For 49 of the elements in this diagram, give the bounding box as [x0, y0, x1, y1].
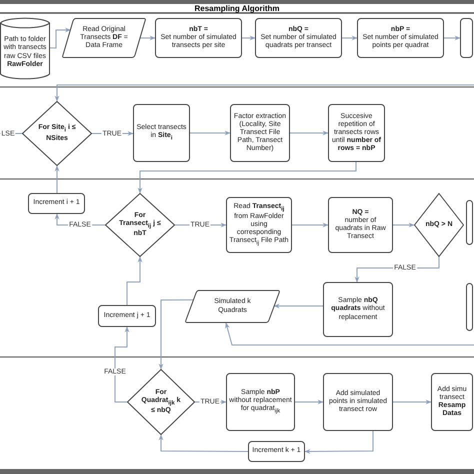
arrow [54, 165, 60, 194]
arrow [54, 84, 474, 102]
arrow [140, 36, 156, 40]
process-box [230, 104, 290, 162]
arrow [126, 256, 142, 306]
arrow [444, 36, 461, 40]
arrow [294, 400, 324, 404]
process-box [460, 18, 473, 58]
arrow [354, 256, 440, 283]
process-box [226, 197, 292, 253]
process-box [323, 373, 393, 431]
process-box [466, 283, 473, 331]
process-box [328, 197, 393, 253]
arrow [158, 434, 248, 452]
process-box [226, 373, 295, 431]
arrow [274, 304, 324, 308]
arrow [342, 36, 358, 40]
arrow [392, 400, 432, 404]
process-box [323, 282, 393, 337]
process-box [431, 373, 473, 431]
arrow [242, 36, 256, 40]
decision-diamond [127, 369, 195, 435]
arrow [292, 222, 329, 228]
process-box [248, 441, 305, 462]
process-box [357, 18, 444, 58]
decision-diamond [22, 101, 92, 166]
arrow [92, 131, 134, 136]
process-box [133, 104, 190, 162]
process-box [328, 104, 385, 162]
process-box [155, 18, 242, 58]
process-box [466, 200, 473, 245]
data-parallelogram [62, 18, 146, 58]
diagram-title: Resampling Algorithm [193, 4, 281, 13]
arrow [158, 299, 194, 370]
arrow [138, 162, 356, 194]
process-box [98, 305, 156, 327]
arrow [50, 28, 71, 49]
arrow [190, 130, 231, 136]
process-box [28, 193, 85, 214]
data-parallelogram [185, 290, 280, 323]
arrow [290, 130, 329, 136]
arrow [114, 326, 130, 402]
arrow [392, 222, 415, 228]
decision-diamond [414, 193, 464, 257]
arrow [304, 430, 374, 454]
decision-diamond [105, 193, 175, 257]
database-cylinder [0, 17, 50, 80]
process-box [255, 18, 342, 58]
arrow [225, 322, 474, 346]
